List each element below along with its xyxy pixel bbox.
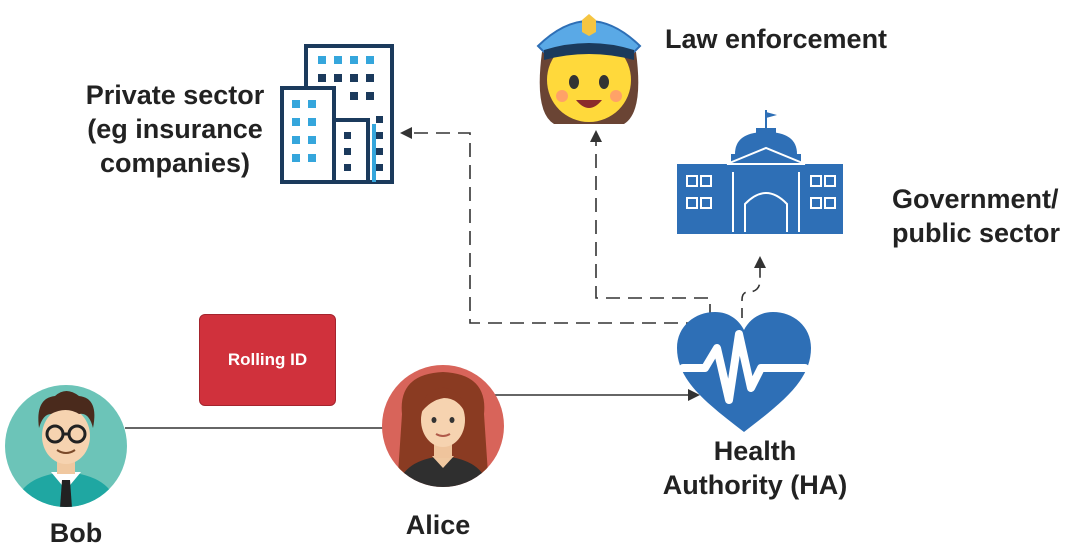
- ha-private-arrow: [400, 127, 700, 324]
- government-building-icon: [677, 110, 843, 234]
- bob-avatar: [5, 385, 127, 507]
- rolling-id-box: Rolling ID: [199, 314, 336, 406]
- building-icon: [280, 44, 394, 184]
- ha-law-arrow: [590, 130, 711, 318]
- police-officer-icon: [536, 14, 642, 124]
- private-sector-label: Private sector (eg insurance companies): [70, 78, 280, 180]
- alice-avatar: [382, 365, 504, 487]
- government-line-1: Government/: [892, 184, 1059, 214]
- health-authority-line-1: Health: [713, 436, 797, 466]
- private-sector-line-2: (eg insurance: [87, 114, 263, 144]
- private-sector-line-3: companies): [99, 148, 251, 178]
- health-authority-label: Health Authority (HA): [640, 434, 870, 502]
- health-authority-line-2: Authority (HA): [662, 470, 848, 500]
- heart-icon: [677, 312, 811, 432]
- government-line-2: public sector: [892, 218, 1061, 248]
- law-enforcement-label: Law enforcement: [665, 24, 888, 54]
- bob-label: Bob: [49, 518, 103, 548]
- government-label: Government/ public sector: [892, 182, 1060, 250]
- private-sector-line-1: Private sector: [85, 80, 265, 110]
- alice-label: Alice: [405, 510, 471, 540]
- ha-government-arrow: [741, 256, 766, 318]
